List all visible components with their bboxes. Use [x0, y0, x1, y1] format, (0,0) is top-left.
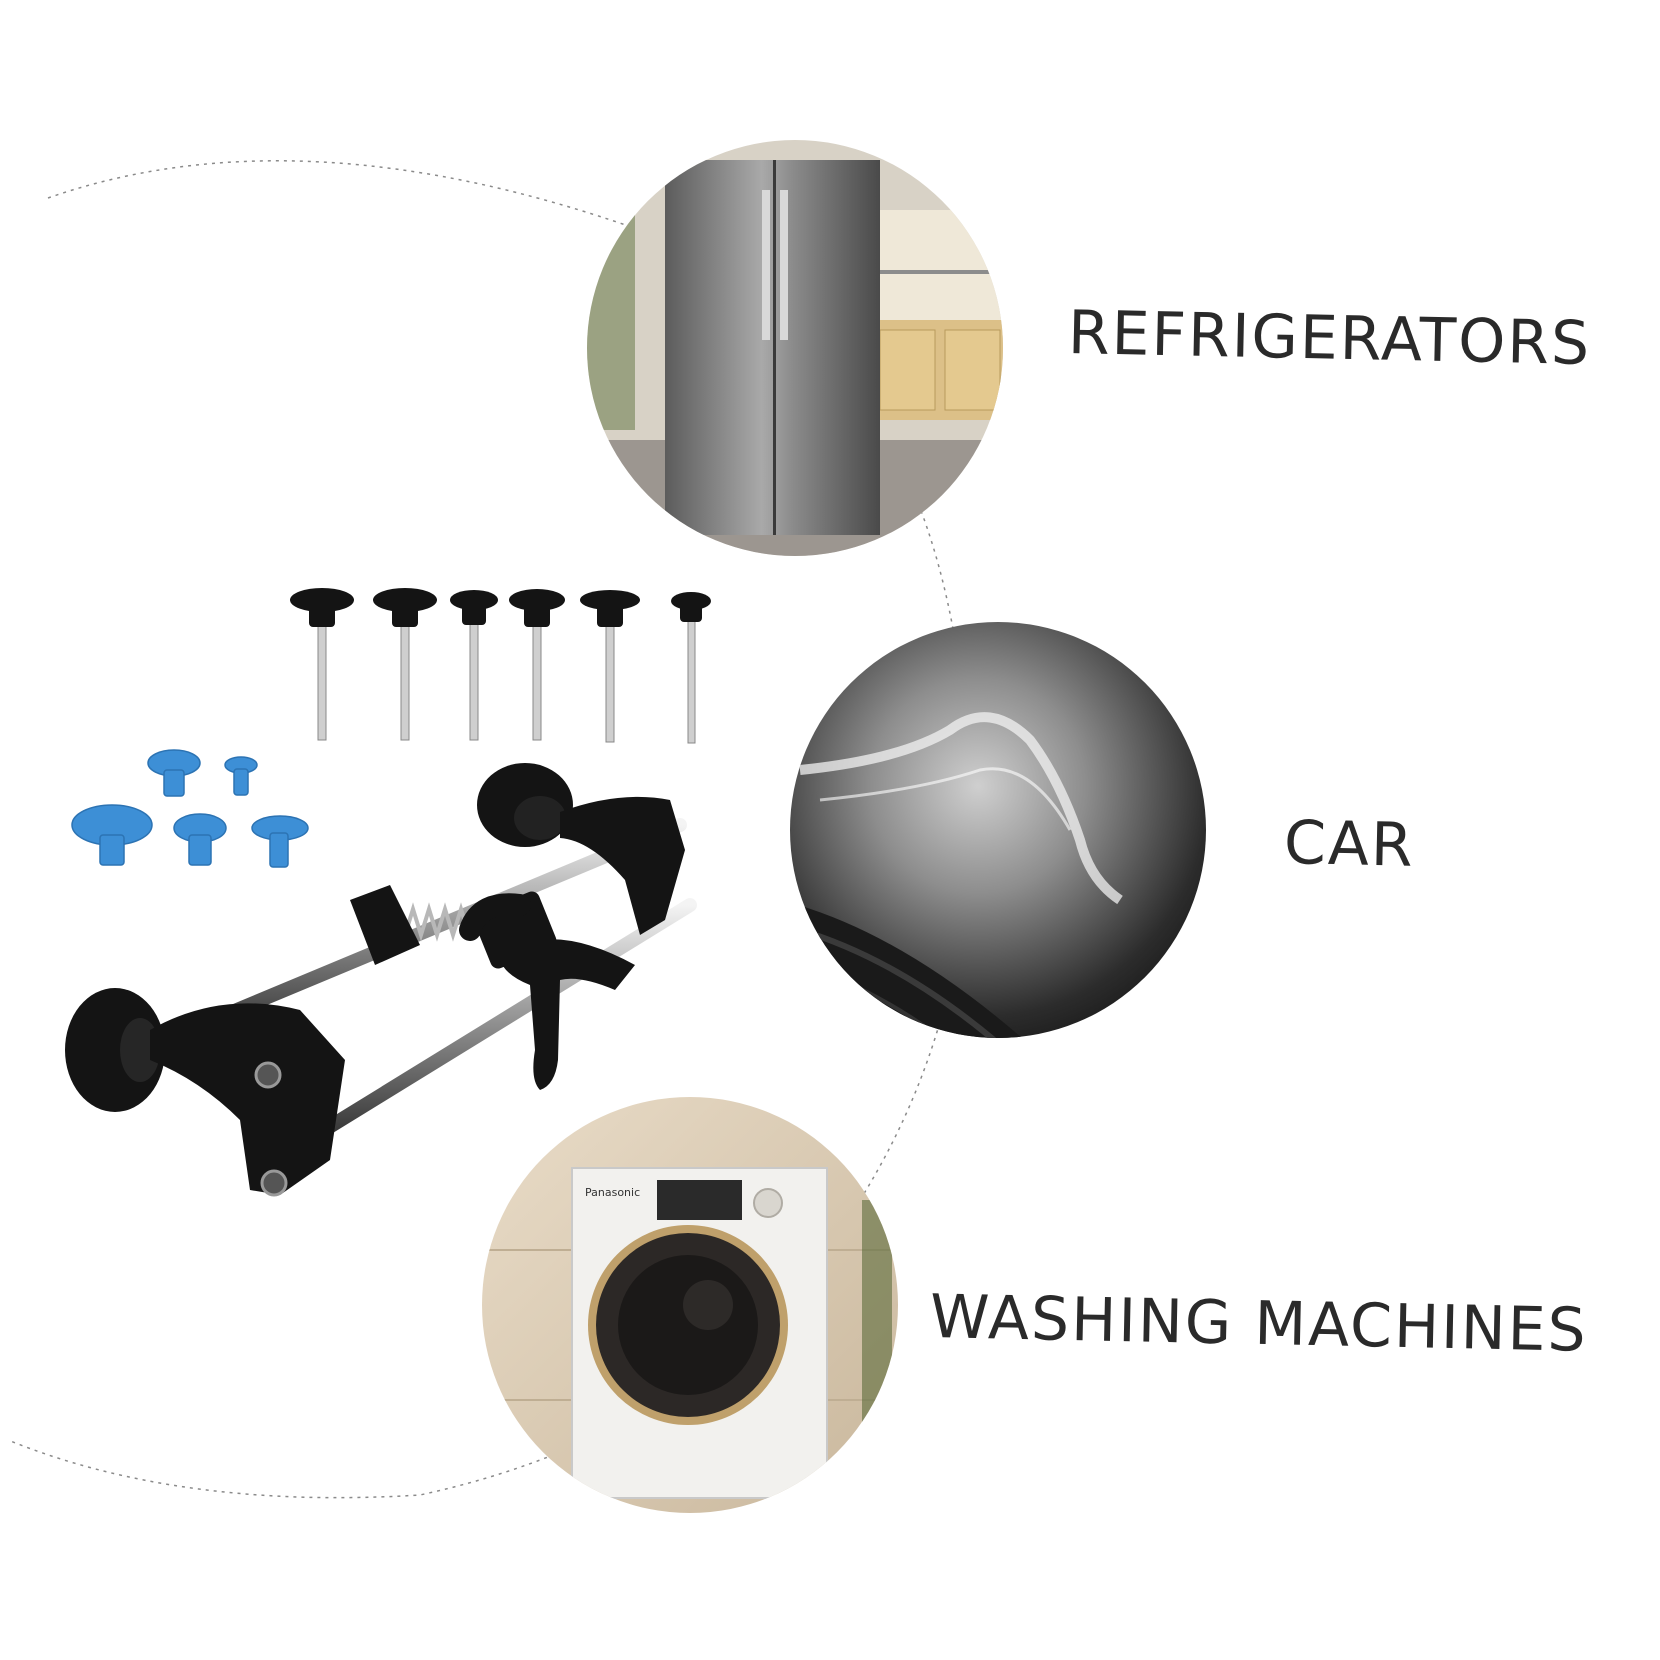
- dent-puller-tool: [65, 763, 697, 1197]
- puller-pin: [580, 590, 640, 743]
- washer-brand-text: Panasonic: [585, 1186, 640, 1199]
- label-refrigerators: REFRIGERATORS: [1067, 298, 1592, 379]
- refrigerator-photo: [587, 140, 1003, 556]
- glue-tab: [224, 756, 258, 796]
- puller-pins: [290, 588, 711, 744]
- puller-pin: [290, 588, 354, 741]
- glue-tab: [251, 815, 309, 868]
- puller-pin: [450, 590, 498, 741]
- puller-pin: [373, 588, 437, 741]
- puller-pin: [671, 592, 711, 744]
- glue-tabs: [71, 749, 309, 868]
- puller-pin: [509, 589, 565, 741]
- washing-machine-photo: Panasonic: [482, 1097, 898, 1513]
- glue-tab: [173, 813, 227, 866]
- label-car: CAR: [1283, 808, 1416, 881]
- glue-tab: [147, 749, 201, 797]
- glue-tab: [71, 804, 153, 866]
- label-washing-machines: WASHING MACHINES: [929, 1282, 1589, 1366]
- car-dent-photo: [790, 622, 1206, 1038]
